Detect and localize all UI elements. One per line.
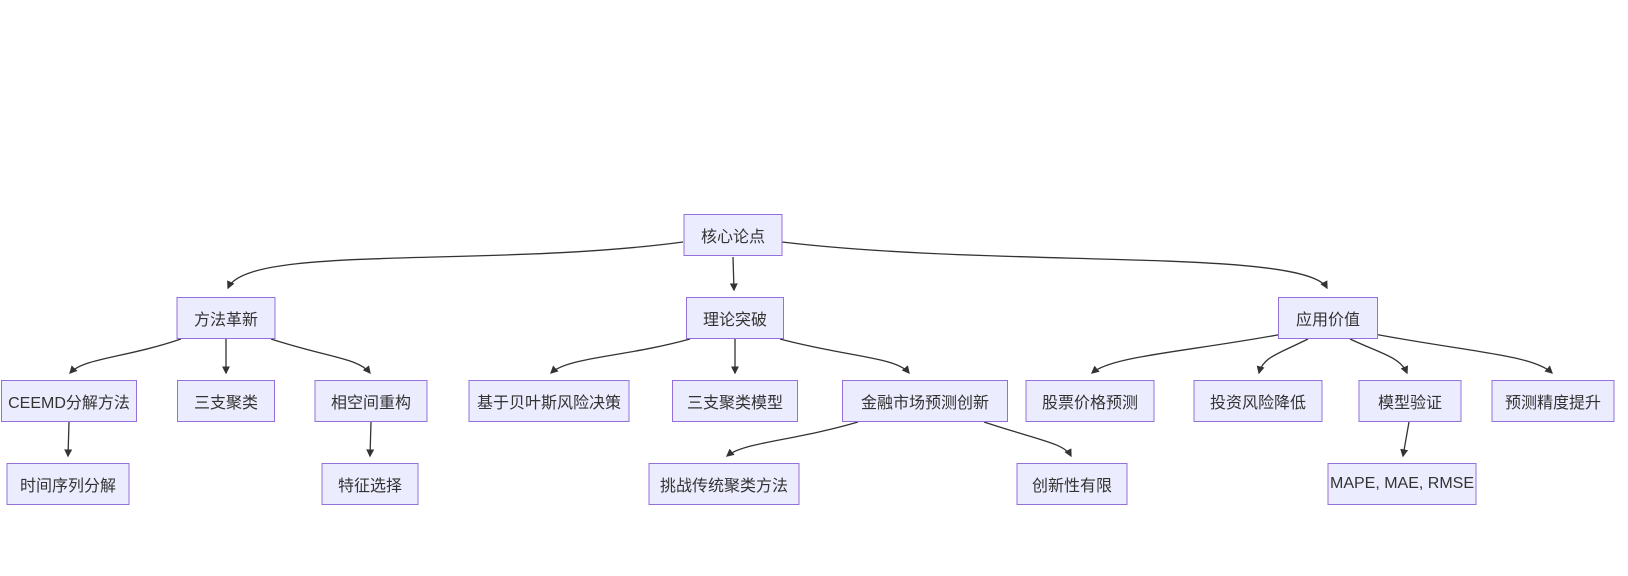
edge-application-model-valid [1349,338,1408,375]
edge-application-stock-pred [1090,333,1284,374]
node-limited-innovation: 创新性有限 [1016,463,1128,505]
edge-application-risk-reduce [1256,338,1309,375]
node-phase-space-reconstruction: 相空间重构 [314,380,428,422]
node-model-validation: 模型验证 [1358,380,1462,422]
node-feature-selection: 特征选择 [321,463,419,505]
node-financial-market-forecast-innovation: 金融市场预测创新 [842,380,1008,422]
node-core-argument: 核心论点 [683,214,783,256]
edge-core-theory [729,256,738,292]
node-time-series-decomposition: 时间序列分解 [6,463,130,505]
node-application-value: 应用价值 [1278,297,1378,339]
node-stock-price-prediction: 股票价格预测 [1025,380,1155,422]
edge-core-method [227,241,684,290]
node-ceemd-decomposition: CEEMD分解方法 [1,380,137,422]
node-method-innovation: 方法革新 [176,297,276,339]
edge-core-application [781,241,1328,290]
edge-application-accuracy [1373,333,1553,374]
edge-fin-innovation-challenge [725,421,859,457]
edge-ceemd-ts-decomp [64,421,73,458]
node-forecast-accuracy-improvement: 预测精度提升 [1491,380,1615,422]
node-bayesian-risk-decision: 基于贝叶斯风险决策 [468,380,630,422]
edge-model-valid-metrics [1400,421,1410,458]
edge-theory-fin-innovation [779,338,910,375]
node-error-metrics: MAPE, MAE, RMSE [1327,463,1477,505]
edge-theory-bayes [550,338,691,374]
node-three-way-clustering: 三支聚类 [177,380,275,422]
edge-method-ceemd [69,338,182,374]
node-challenge-traditional-clustering: 挑战传统聚类方法 [648,463,800,505]
node-investment-risk-reduction: 投资风险降低 [1193,380,1323,422]
edge-method-phase-space [270,338,371,375]
edge-fin-innovation-limited-innov [983,421,1072,458]
node-three-way-clustering-model: 三支聚类模型 [672,380,798,422]
edge-phase-space-feature-sel [366,421,375,458]
node-theory-breakthrough: 理论突破 [686,297,784,339]
